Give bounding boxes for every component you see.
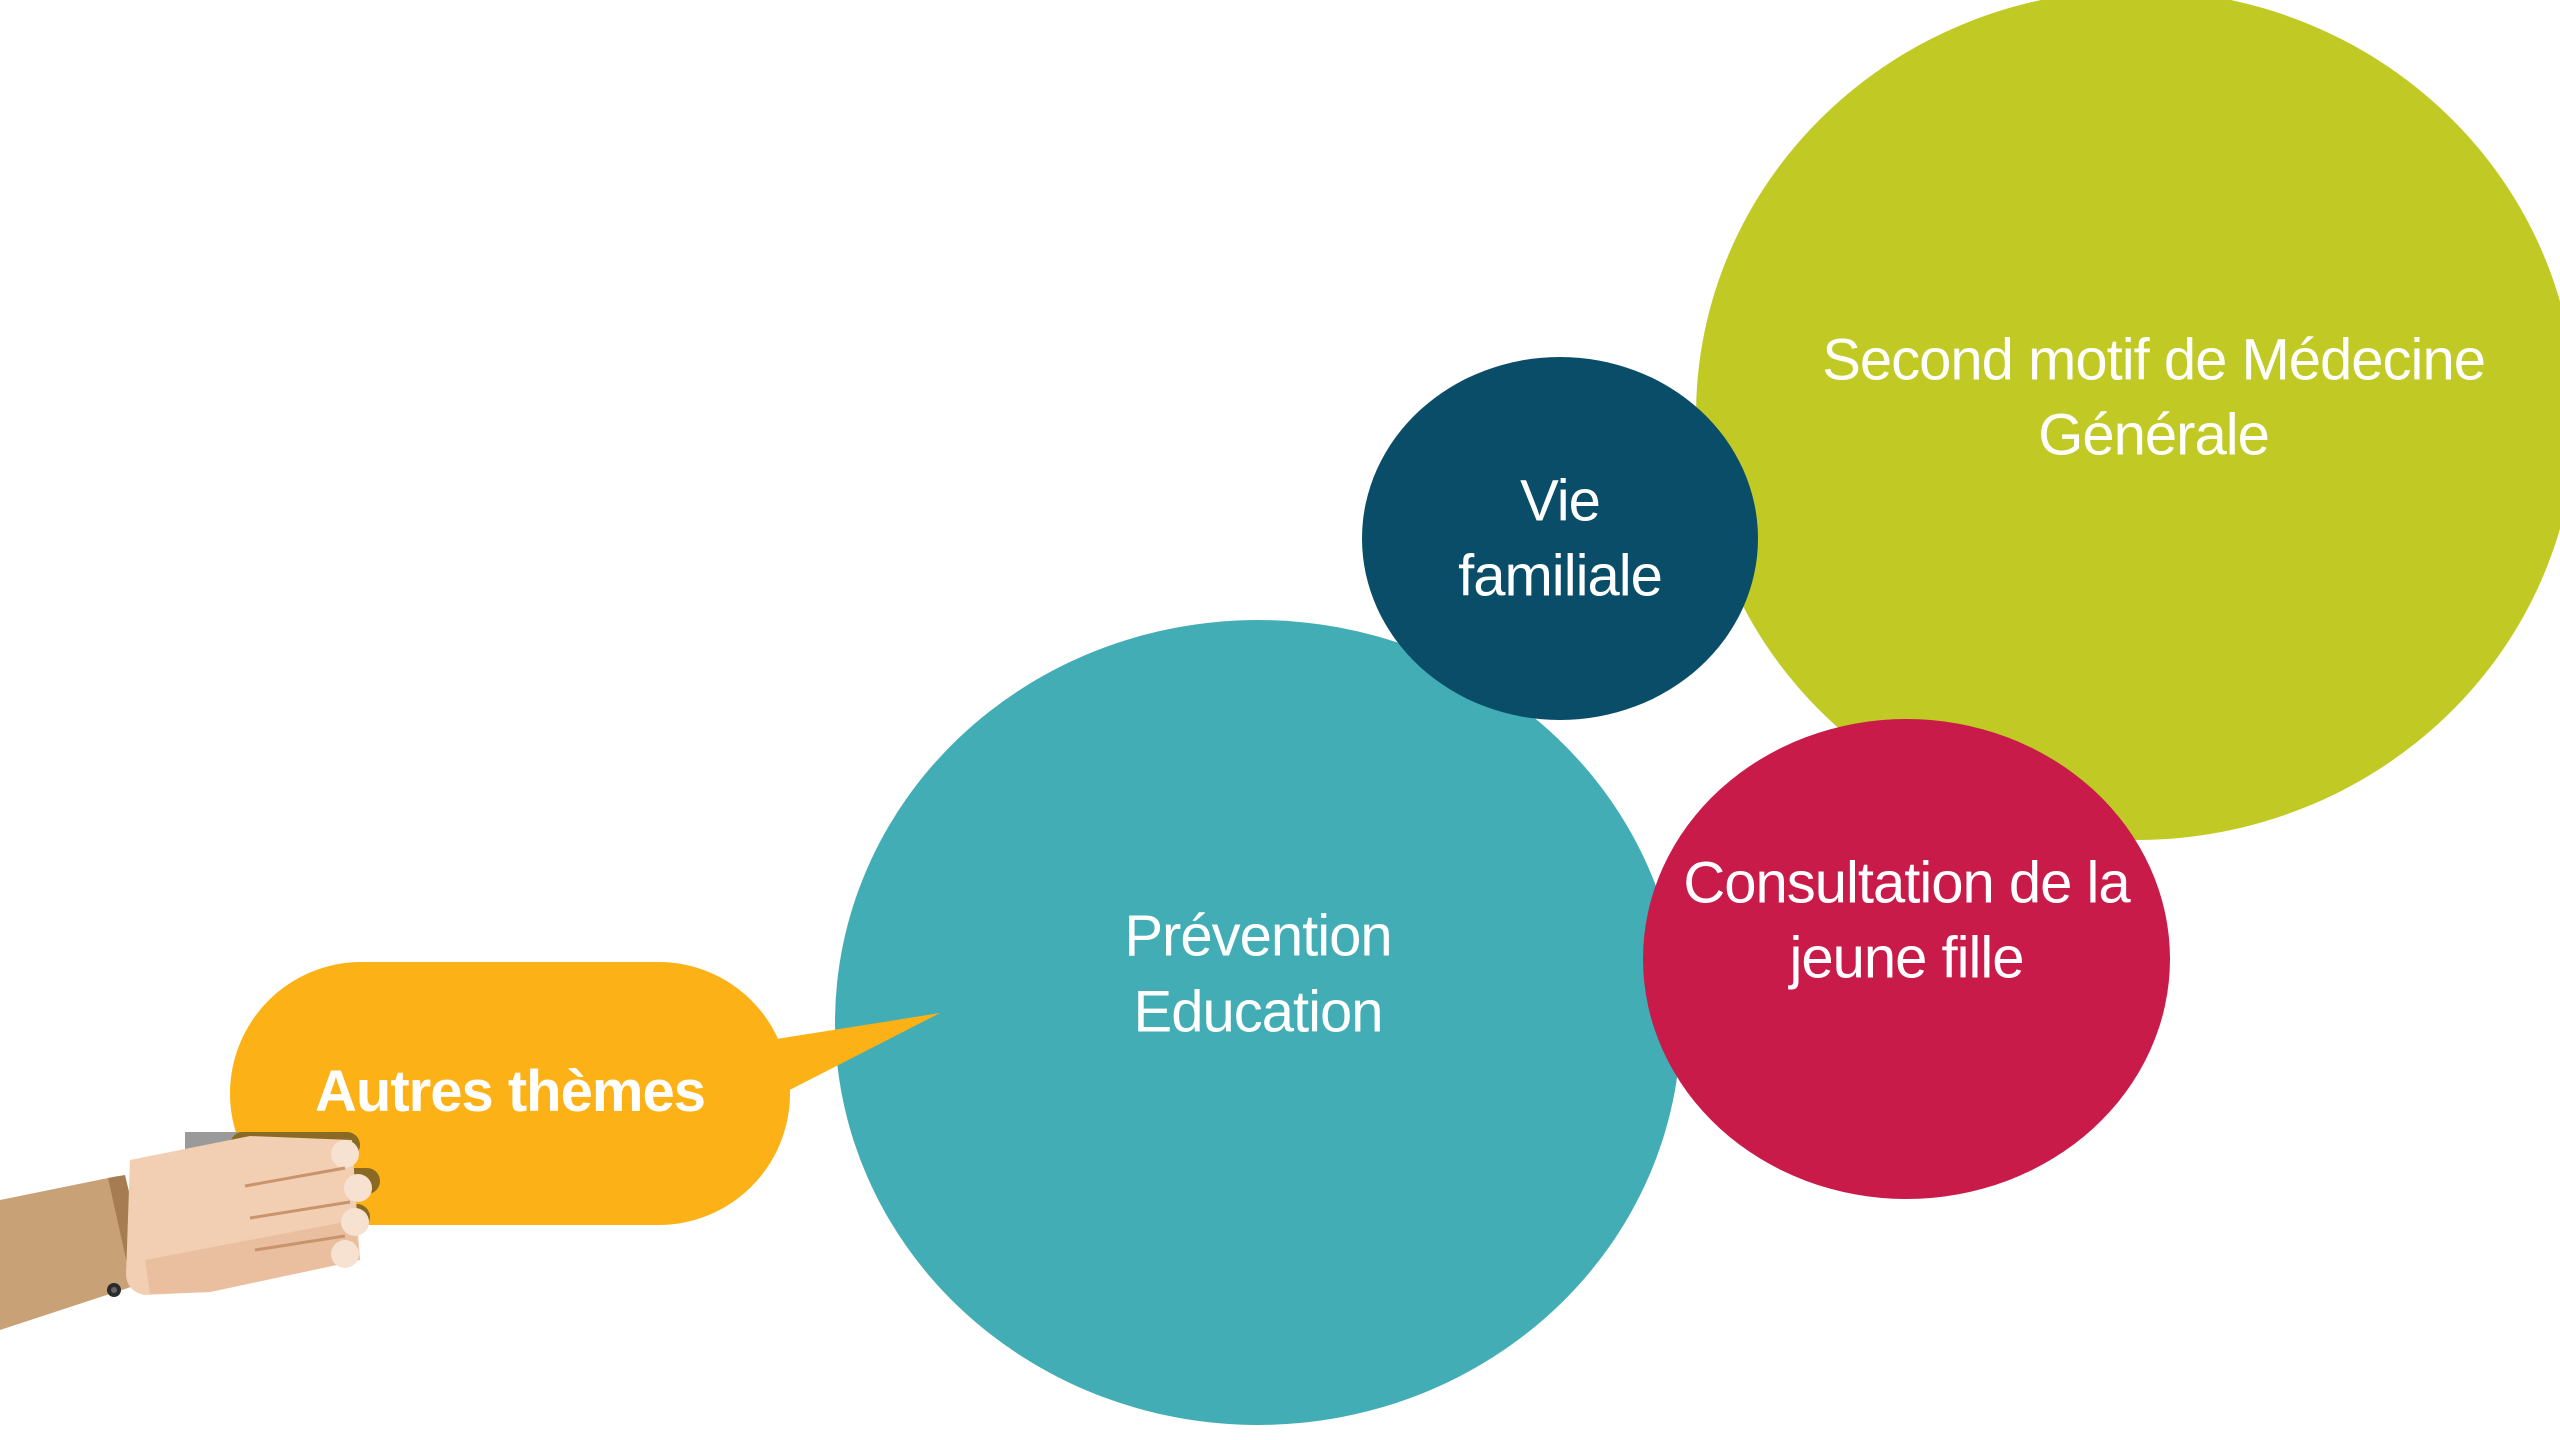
- speech-bubble-label: Autres thèmes: [315, 1059, 706, 1124]
- bubble-vie-familiale: Vie familiale: [1362, 357, 1758, 720]
- bubble-vie-familiale-text: Vie familiale: [1458, 463, 1663, 614]
- bubble-prevention-line-2: Education: [1133, 979, 1384, 1045]
- bubble-prevention-education: Prévention Education: [835, 620, 1681, 1425]
- bubble-second-motif: Second motif de Médecine Générale: [1696, 0, 2560, 840]
- bubble-prevention-text: Prévention Education: [1124, 899, 1392, 1050]
- bubble-vie-familiale-line-1: Vie: [1520, 468, 1601, 534]
- bubble-prevention-line-1: Prévention: [1124, 903, 1392, 969]
- bubble-consultation-jeune-fille: Consultation de la jeune fille: [1643, 719, 2170, 1199]
- bubble-second-motif-text: Second motif de Médecine Générale: [1822, 323, 2486, 474]
- bubble-consultation-line-2: jeune fille: [1789, 925, 2024, 991]
- bubble-second-motif-line-2: Générale: [2038, 403, 2270, 468]
- bubble-consultation-text: Consultation de la jeune fille: [1683, 845, 2130, 996]
- hand-holding-sign-icon: [0, 1132, 380, 1330]
- bubble-second-motif-line-1: Second motif de Médecine: [1822, 327, 2486, 393]
- bubble-consultation-line-1: Consultation de la: [1683, 850, 2130, 916]
- bubble-vie-familiale-line-2: familiale: [1458, 543, 1663, 609]
